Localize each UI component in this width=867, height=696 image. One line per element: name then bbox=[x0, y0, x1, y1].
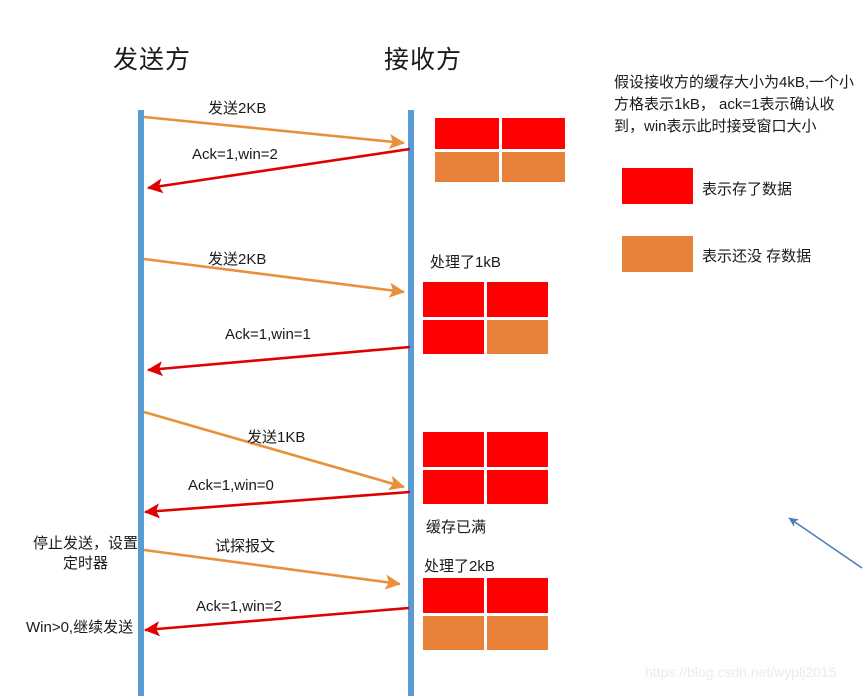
buffer-cell bbox=[423, 319, 484, 354]
message-label-ack-3: Ack=1,win=0 bbox=[188, 477, 274, 494]
arrow-send-1 bbox=[143, 115, 406, 150]
party-title-sender: 发送方 bbox=[113, 46, 192, 74]
buffer-cell bbox=[487, 432, 548, 467]
legend-swatch-stored bbox=[622, 168, 693, 204]
legend-swatch-empty bbox=[622, 236, 693, 272]
diagram-description: 假设接收方的缓存大小为4kB,一个小方格表示1kB， ack=1表示确认收到，w… bbox=[614, 74, 855, 135]
buffer-cell bbox=[423, 282, 484, 317]
arrow-ack-2 bbox=[146, 345, 411, 377]
message-label-ack-1: Ack=1,win=2 bbox=[192, 146, 278, 163]
arrow-send-3 bbox=[143, 410, 405, 491]
buffer-cell bbox=[423, 615, 484, 650]
message-label-send-4: 试探报文 bbox=[215, 538, 276, 555]
lifeline-sender bbox=[138, 110, 144, 696]
receive-buffer-1 bbox=[435, 118, 565, 182]
buffer-cell bbox=[423, 432, 484, 467]
message-label-send-3: 发送1KB bbox=[247, 429, 306, 446]
message-label-ack-2: Ack=1,win=1 bbox=[225, 326, 311, 343]
sender-note-stop-timer: 停止发送，设置定时器 bbox=[33, 535, 139, 573]
buffer-label-3: 缓存已满 bbox=[426, 519, 487, 536]
message-label-ack-4: Ack=1,win=2 bbox=[196, 598, 282, 615]
arrow-ack-3 bbox=[143, 490, 411, 519]
buffer-cell bbox=[487, 469, 548, 504]
lifeline-receiver bbox=[408, 110, 414, 696]
buffer-label-4: 处理了2kB bbox=[424, 558, 495, 575]
mouse-pointer-arrow bbox=[788, 517, 863, 569]
buffer-cell bbox=[423, 578, 484, 613]
buffer-cell bbox=[487, 282, 548, 317]
buffer-cell bbox=[501, 118, 565, 149]
receive-buffer-3 bbox=[423, 432, 548, 504]
arrow-ack-1 bbox=[146, 147, 411, 194]
legend-label-empty: 表示还没 存数据 bbox=[702, 248, 812, 265]
buffer-cell bbox=[435, 151, 499, 182]
receive-buffer-4 bbox=[423, 578, 548, 650]
buffer-cell bbox=[487, 615, 548, 650]
party-title-receiver: 接收方 bbox=[384, 46, 463, 74]
buffer-cell bbox=[487, 319, 548, 354]
buffer-cell bbox=[501, 151, 565, 182]
message-label-send-1: 发送2KB bbox=[208, 100, 267, 117]
legend-label-stored: 表示存了数据 bbox=[702, 181, 793, 198]
watermark: https://blog.csdn.net/wyplj2015 bbox=[645, 664, 837, 680]
buffer-cell bbox=[435, 118, 499, 149]
receive-buffer-2 bbox=[423, 282, 548, 354]
sender-note-resume: Win>0,继续发送 bbox=[26, 619, 134, 636]
buffer-cell bbox=[487, 578, 548, 613]
buffer-cell bbox=[423, 469, 484, 504]
arrow-send-2 bbox=[143, 257, 406, 298]
buffer-label-2: 处理了1kB bbox=[430, 254, 501, 271]
message-label-send-2: 发送2KB bbox=[208, 251, 267, 268]
